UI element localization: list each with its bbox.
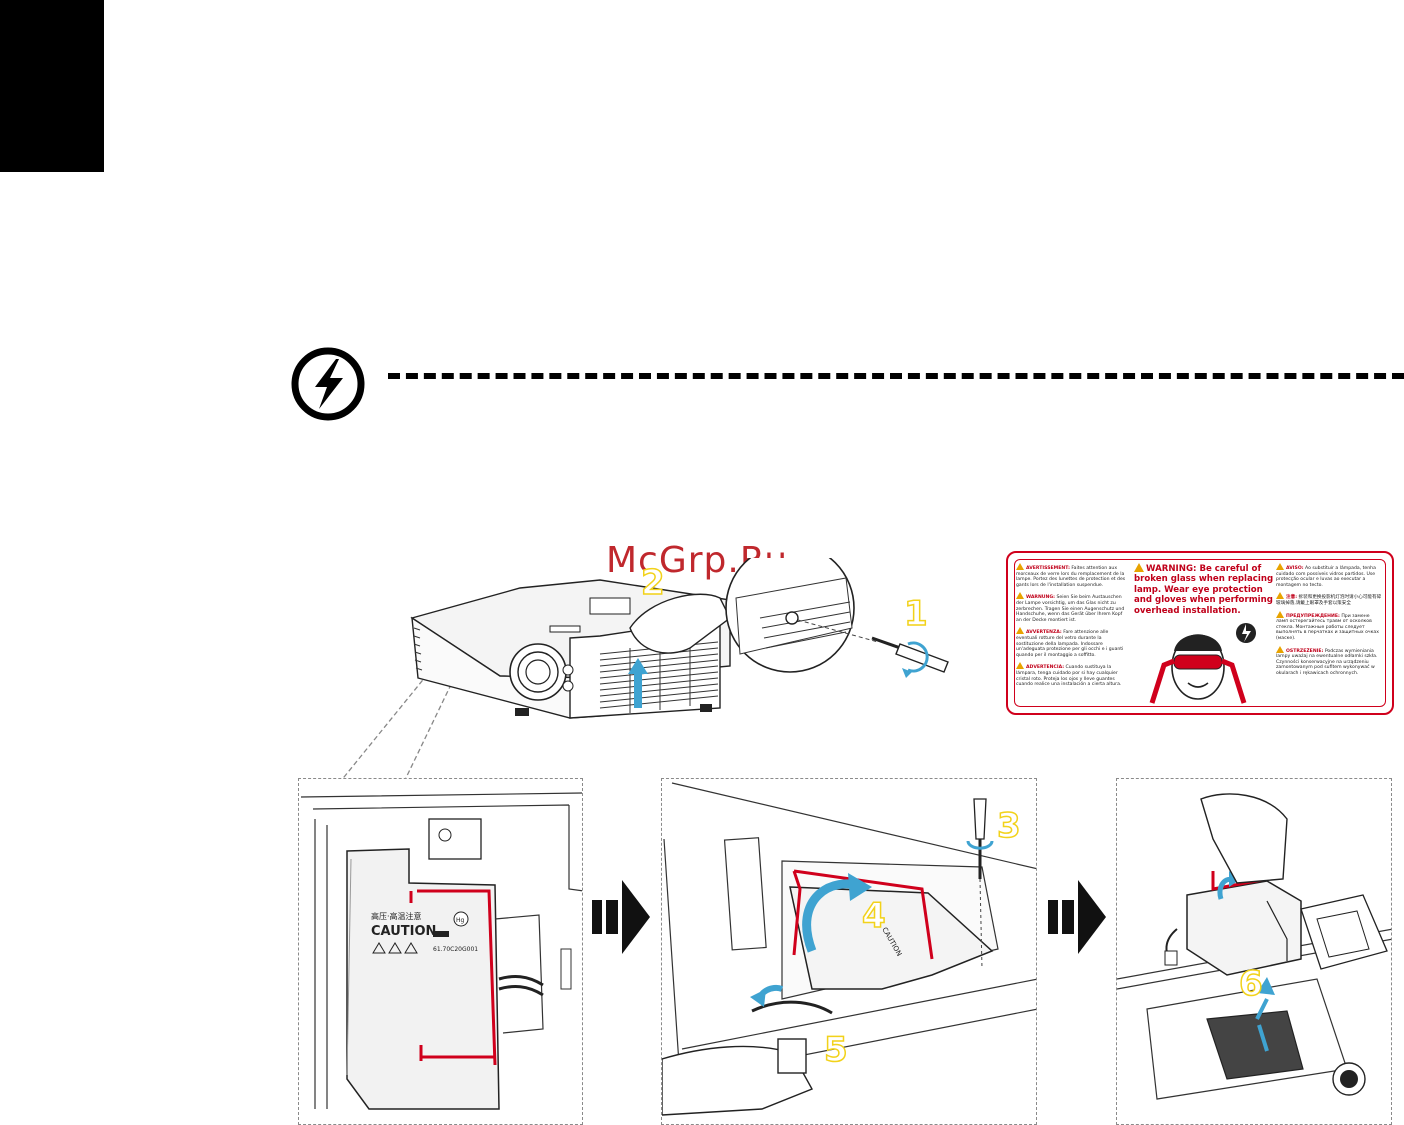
warning-triangle-icon <box>1276 610 1284 618</box>
label-right-column: AVISO: Ao substituir a lâmpada, tenha cu… <box>1276 563 1382 681</box>
step-number-2: 2 <box>640 563 665 603</box>
ru-title: ПРЕДУПРЕЖДЕНИЕ: <box>1286 613 1340 619</box>
zh-title: 注意: <box>1286 595 1298 601</box>
pl-title: OSTRZEŻENIE: <box>1286 648 1324 654</box>
goggles-face-icon <box>1149 623 1256 704</box>
fr-text: Faites attention aux morceaux de verre l… <box>1016 566 1126 588</box>
warning-triangle-icon <box>1016 627 1024 635</box>
warning-triangle-icon <box>1016 563 1024 570</box>
step-number-6: 6 <box>1238 964 1263 1004</box>
panel-remove-lamp: CAUTION 3 4 5 <box>661 778 1037 1125</box>
cover-caution-text: CAUTION <box>371 924 436 939</box>
svg-text:高压·高温注意: 高压·高温注意 <box>371 911 422 921</box>
pl-text: Podczas wymieniania lampy uważaj na ewen… <box>1276 648 1378 676</box>
warning-triangle-icon <box>1016 662 1024 670</box>
step-number-3: 3 <box>996 806 1021 846</box>
label-center-column: WARNING: Be careful of broken glass when… <box>1134 563 1274 616</box>
lamp-cover-illustration: 高压·高温注意 CAUTION 61.70C20G001 Hg <box>300 792 582 1110</box>
warning-triangle-icon <box>1276 592 1284 600</box>
warning-divider <box>388 373 1404 379</box>
panel-lamp-cover: 高压·高温注意 CAUTION 61.70C20G001 Hg <box>298 778 583 1125</box>
it-text: Fare attenzione alle eventuali rotture d… <box>1016 630 1124 658</box>
step-number-4: 4 <box>861 896 886 936</box>
de-text: Seien Sie beim Austauschen der Lampe vor… <box>1016 595 1125 623</box>
cover-part-number: 61.70C20G001 <box>433 946 478 953</box>
step-number-5: 5 <box>823 1030 848 1070</box>
chapter-tab <box>0 0 104 172</box>
mercury-symbol: Hg <box>456 917 465 924</box>
panel-pull-lamp: 6 <box>1116 778 1392 1125</box>
label-left-column: AVERTISSEMENT: Faites attention aux morc… <box>1016 563 1128 692</box>
label-border <box>1014 559 1386 707</box>
zh-text: 拆装和更换投影机灯泡时请小心可能有碎玻璃掉落,请戴上眼罩及手套以策安全 <box>1276 595 1382 606</box>
de-title: WARNUNG: <box>1026 595 1055 601</box>
ru-text: При замене ламп остерегайтесь травм от о… <box>1276 613 1379 641</box>
next-step-arrow <box>1048 880 1106 954</box>
es-title: ADVERTENCIA: <box>1026 665 1065 671</box>
pt-title: AVISO: <box>1286 566 1304 571</box>
pt-text: Ao substituir a lâmpada, tenha cuidado c… <box>1276 566 1376 588</box>
lamp-warning-label: AVERTISSEMENT: Faites attention aux morc… <box>1006 551 1394 715</box>
fr-title: AVERTISSEMENT: <box>1026 566 1070 571</box>
high-voltage-warning-icon <box>291 347 365 421</box>
projector-illustration <box>410 558 949 719</box>
en-text: Be careful of broken glass when replacin… <box>1134 564 1274 616</box>
warning-triangle-icon <box>1276 645 1284 653</box>
pull-lamp-illustration <box>1117 793 1391 1100</box>
es-text: Cuando sustituya la lámpara, tenga cuida… <box>1016 665 1122 688</box>
warning-triangle-icon <box>1134 563 1144 572</box>
next-step-arrow <box>592 880 650 954</box>
it-title: AVVERTENZA: <box>1026 630 1062 636</box>
remove-lamp-illustration: CAUTION <box>662 782 1036 1116</box>
en-title: WARNING: <box>1146 564 1197 574</box>
step-number-1: 1 <box>903 594 928 634</box>
warning-triangle-icon <box>1276 563 1284 570</box>
warning-triangle-icon <box>1016 592 1024 600</box>
